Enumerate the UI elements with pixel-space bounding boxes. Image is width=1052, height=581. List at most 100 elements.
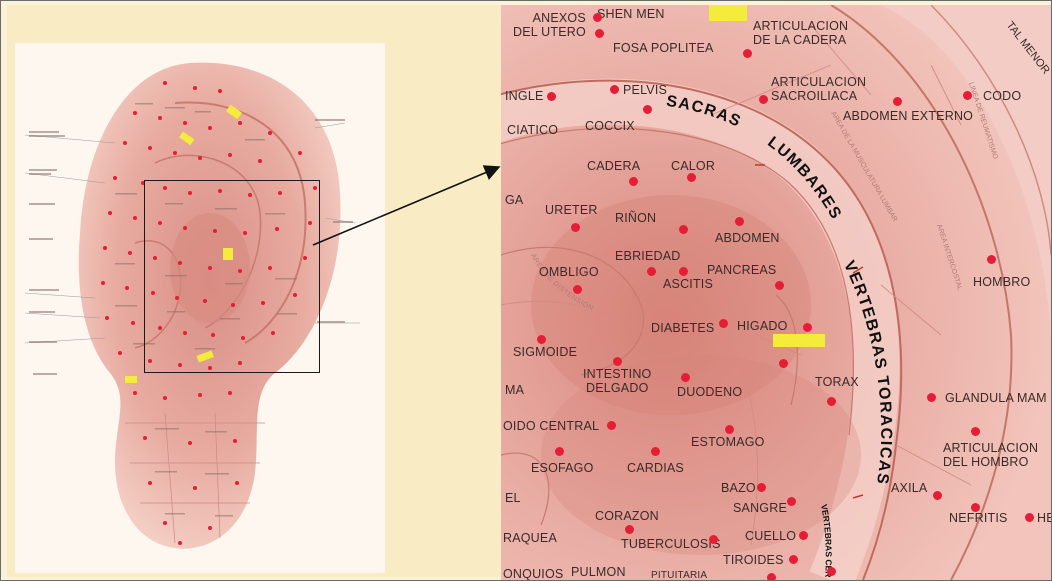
point-sangre (787, 497, 796, 506)
label-ingle: INGLE (505, 89, 544, 103)
label-ga: GA (505, 193, 523, 207)
zoom-region-box (144, 180, 320, 373)
point-he (1025, 513, 1034, 522)
label-calor: CALOR (671, 159, 715, 173)
point-estomago (725, 425, 734, 434)
svg-text:TAL MENOR: TAL MENOR (1004, 19, 1051, 76)
point-abdomen-externo (893, 97, 902, 106)
label-pancreas: PANCREAS (707, 263, 776, 277)
label-sigmoide: SIGMOIDE (513, 345, 577, 359)
sacras-label: SACRAS (665, 93, 744, 131)
label-articulacion-sacroiliaca: ARTICULACION SACROILIACA (771, 75, 866, 103)
label-abdomen: ABDOMEN (715, 231, 780, 245)
point-cardias (651, 447, 660, 456)
label-ebriedad: EBRIEDAD (615, 249, 681, 263)
point-nefritis (971, 503, 980, 512)
lumbares-label: LUMBARES (764, 134, 845, 223)
point-ingle (547, 92, 556, 101)
label-higado: HIGADO (737, 319, 788, 333)
label-ureter: URETER (545, 203, 598, 217)
point-higado (803, 323, 812, 332)
ear-overview-panel (7, 5, 501, 577)
label-esofago: ESOFAGO (531, 461, 594, 475)
label-hombro: HOMBRO (973, 275, 1030, 289)
label-articulacion-cadera: ARTICULACION DE LA CADERA (753, 19, 848, 47)
area-intercostal-label: AREA INTERCOSTAL (935, 223, 963, 291)
label-tuberculosis: TUBERCULOSIS (621, 537, 721, 551)
point-sacroiliaca (759, 95, 768, 104)
label-codo: CODO (983, 89, 1021, 103)
label-tiroides: TIROIDES (723, 553, 784, 567)
point-torax-upper (779, 359, 788, 368)
point-ureter (571, 223, 580, 232)
label-cadera: CADERA (587, 159, 640, 173)
point-ombligo (573, 285, 582, 294)
label-onquios: ONQUIOS (503, 567, 563, 580)
point-shen-men (595, 29, 604, 38)
point-pancreas (775, 281, 784, 290)
label-intestino-delgado: INTESTINO DELGADO (583, 367, 651, 395)
point-cadera (629, 177, 638, 186)
label-sangre: SANGRE (733, 501, 787, 515)
label-pelvis: PELVIS (623, 83, 667, 97)
label-axila: AXILA (891, 481, 927, 495)
label-abdomen-externo: ABDOMEN EXTERNO (843, 109, 973, 123)
point-pelvis (610, 85, 619, 94)
point-pituitaria (767, 573, 776, 581)
point-calor (687, 173, 696, 182)
point-ebriedad (647, 267, 656, 276)
label-ascitis: ASCITIS (663, 277, 713, 291)
tal-menor-label: TAL MENOR (1004, 19, 1051, 76)
label-glandula-mamaria: GLANDULA MAM (945, 391, 1047, 405)
point-intestino-delgado (613, 357, 622, 366)
svg-text:VERTEBRAS TORACICAS: VERTEBRAS TORACICAS (840, 258, 894, 486)
label-el: EL (505, 491, 521, 505)
label-raquea: RAQUEA (503, 531, 557, 545)
label-torax: TORAX (815, 375, 859, 389)
point-cuello (799, 531, 808, 540)
label-fosa-poplitea: FOSA POPLITEA (613, 41, 714, 55)
point-tuberculosis (709, 535, 718, 544)
point-rinon (679, 225, 688, 234)
ear-zoom-panel: SACRAS LUMBARES VERTEBRAS TORACICAS VERT… (501, 5, 1051, 580)
label-diabetes: DIABETES (651, 321, 714, 335)
label-duodeno: DUODENO (677, 385, 742, 399)
label-cardias: CARDIAS (627, 461, 684, 475)
point-hombro (987, 255, 996, 264)
point-codo (963, 91, 972, 100)
point-duodeno (681, 373, 690, 382)
point-anexos-del-utero (593, 13, 602, 22)
label-pulmon: PULMON (571, 565, 626, 579)
label-corazon: CORAZON (595, 509, 659, 523)
label-nefritis: NEFRITIS (949, 511, 1008, 525)
point-fosa-poplitea (743, 49, 752, 58)
point-onquios (827, 567, 836, 576)
label-anexos-del-utero: ANEXOS DEL UTERO (513, 11, 586, 39)
label-pituitaria: PITUITARIA (651, 569, 707, 580)
point-tiroides (789, 555, 798, 564)
svg-text:SACRAS: SACRAS (665, 93, 744, 131)
label-articulacion-hombro: ARTICULACION DEL HOMBRO (943, 441, 1038, 469)
point-abdomen (735, 217, 744, 226)
point-bazo (757, 483, 766, 492)
label-shen-men: SHEN MEN (597, 7, 665, 21)
point-torax (827, 397, 836, 406)
label-rinon: RIÑON (615, 211, 656, 225)
label-bazo: BAZO (721, 481, 756, 495)
point-diabetes (719, 319, 728, 328)
label-ma: MA (505, 383, 524, 397)
point-glandula-mamaria (927, 393, 936, 402)
label-ombligo: OMBLIGO (539, 265, 599, 279)
point-articulacion-hombro (971, 427, 980, 436)
label-coccix: COCCIX (585, 119, 635, 133)
point-oido-central (607, 421, 616, 430)
label-cuello: CUELLO (745, 529, 796, 543)
svg-text:AREA INTERCOSTAL: AREA INTERCOSTAL (935, 223, 963, 291)
label-he: HE (1037, 511, 1051, 525)
label-estomago: ESTOMAGO (691, 435, 765, 449)
point-sigmoide (537, 335, 546, 344)
label-ciatico: CIATICO (507, 123, 558, 137)
svg-text:LUMBARES: LUMBARES (764, 134, 845, 223)
label-oido-central: OIDO CENTRAL (503, 419, 599, 433)
